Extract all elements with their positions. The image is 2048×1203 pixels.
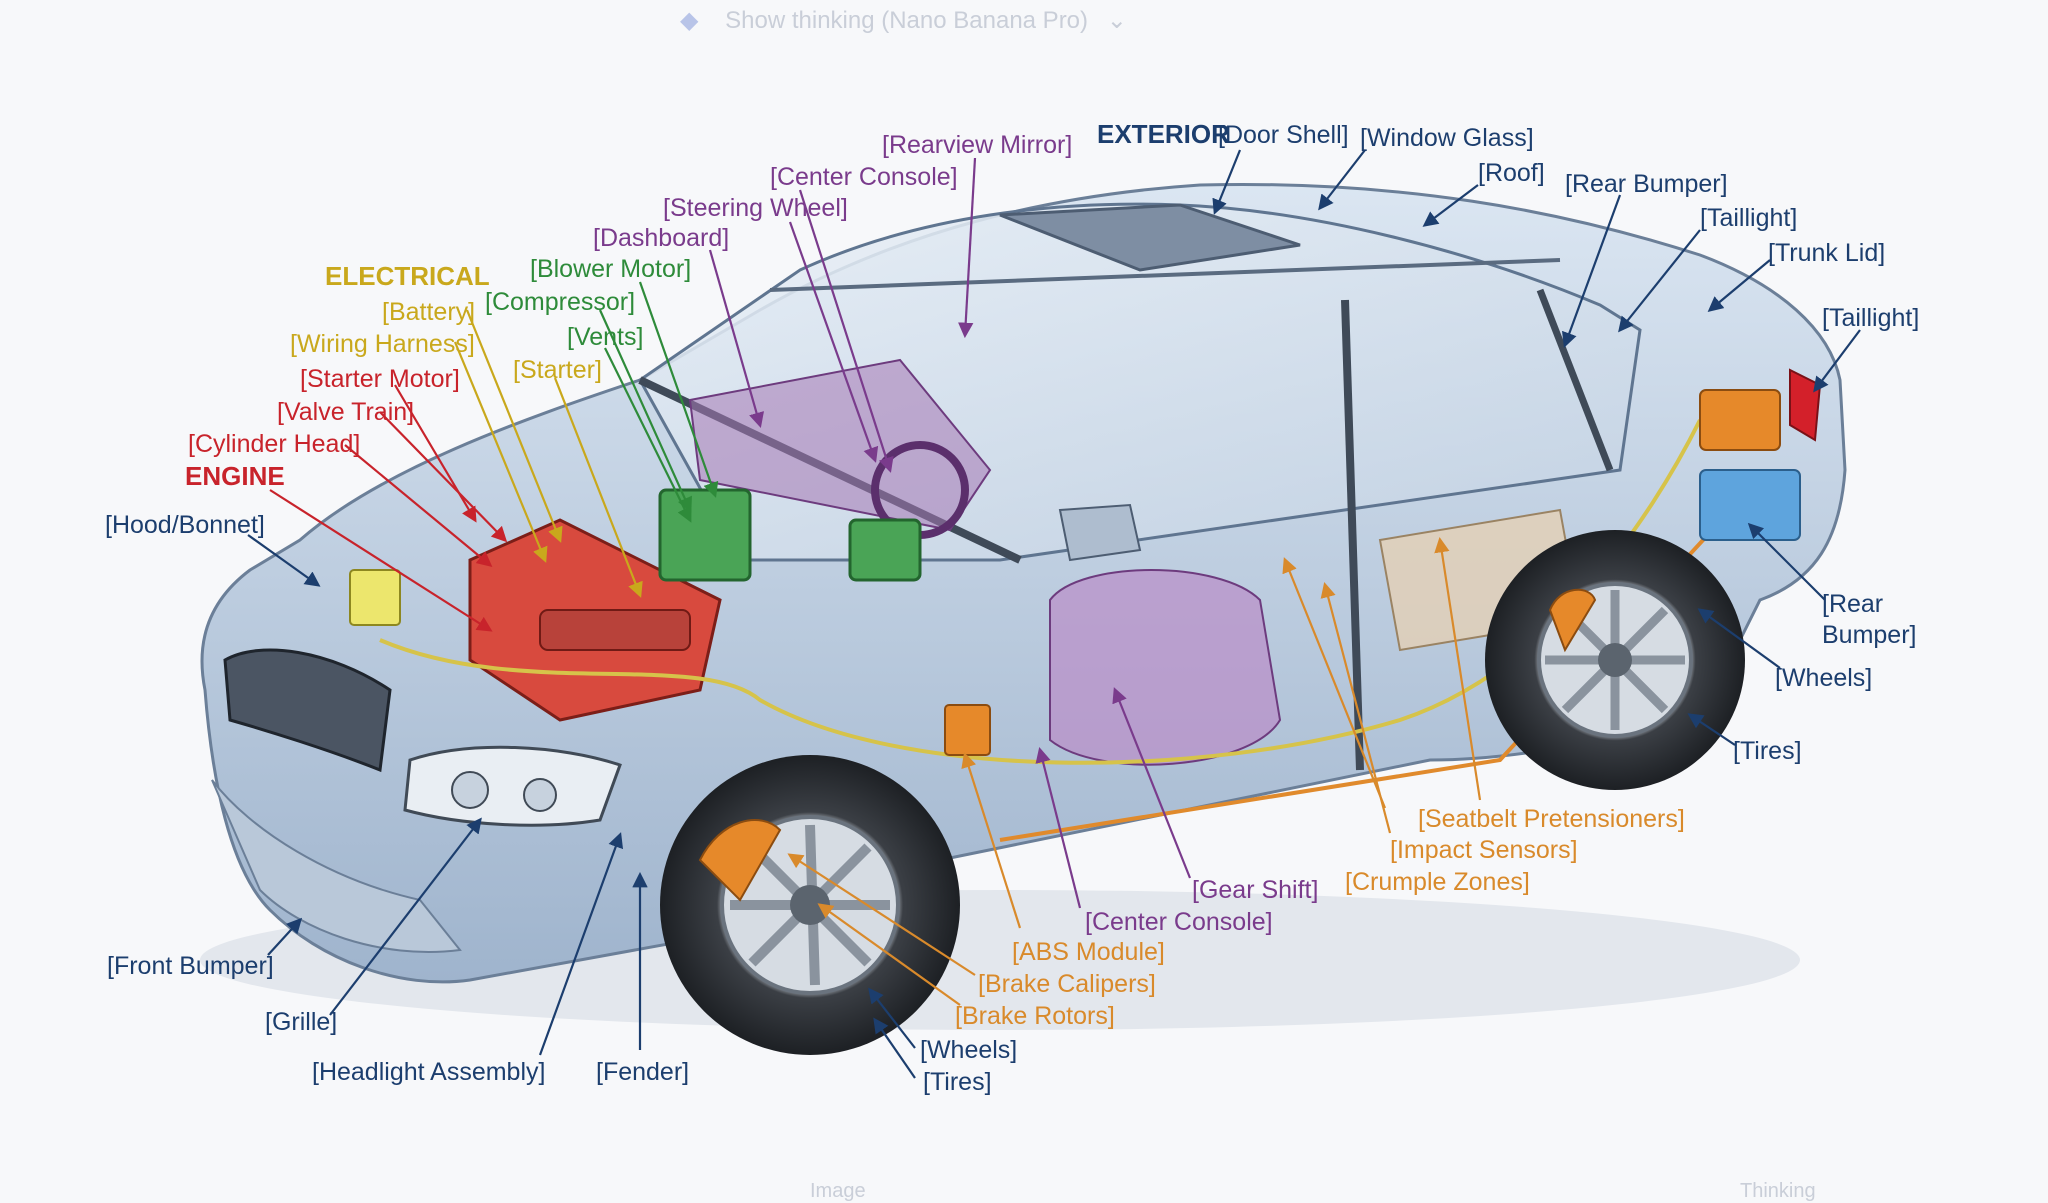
front-seat — [1049, 569, 1282, 766]
label-starter-motor: [Starter Motor] — [300, 365, 460, 393]
input-pill[interactable]: Image — [810, 1180, 866, 1203]
label-dashboard: [Dashboard] — [593, 224, 729, 252]
label-tires-rear: [Tires] — [1733, 737, 1802, 765]
label-fender: [Fender] — [596, 1058, 689, 1086]
hvac-unit — [658, 488, 752, 582]
label-headlight-assembly: [Headlight Assembly] — [312, 1058, 545, 1086]
grille-shape — [223, 648, 392, 773]
chevron-down-icon[interactable]: ⌄ — [1106, 7, 1127, 34]
exterior-heading: EXTERIOR — [1097, 119, 1230, 149]
label-starter: [Starter] — [513, 356, 602, 384]
sunroof — [999, 203, 1301, 272]
electrical-heading: ELECTRICAL — [325, 261, 490, 291]
abs-module-shape — [944, 704, 991, 756]
label-valve-train: [Valve Train] — [277, 398, 414, 426]
label-roof: [Roof] — [1478, 159, 1545, 187]
label-impact-sensors: [Impact Sensors] — [1390, 836, 1578, 864]
label-brake-calipers: [Brake Calipers] — [978, 970, 1156, 998]
label-hood-bonnet: [Hood/Bonnet] — [105, 511, 265, 539]
mode-selector[interactable]: Thinking — [1740, 1180, 1816, 1203]
label-vents: [Vents] — [567, 323, 643, 351]
label-grille: [Grille] — [265, 1008, 337, 1036]
label-rear-bumper-top: [Rear Bumper] — [1565, 170, 1728, 198]
label-blower-motor: [Blower Motor] — [530, 255, 691, 283]
rear-wheel — [1485, 530, 1745, 790]
front-wheel — [660, 755, 960, 1055]
label-taillight-1: [Taillight] — [1700, 204, 1797, 232]
label-steering-wheel: [Steering Wheel] — [663, 194, 848, 222]
label-cylinder-head: [Cylinder Head] — [188, 430, 360, 458]
label-front-bumper: [Front Bumper] — [107, 952, 274, 980]
label-battery: [Battery] — [382, 298, 475, 326]
headlight-lens-2 — [523, 778, 557, 812]
car-illustration — [200, 182, 1847, 1055]
part-labels: ELECTRICAL ENGINE EXTERIOR [Rearview Mir… — [105, 119, 1919, 1096]
hvac-unit-2 — [848, 518, 922, 582]
leader-lines — [247, 149, 1861, 1079]
label-rear-bumper-line1: [Rear — [1822, 590, 1883, 618]
input-pill-label: Image — [810, 1180, 866, 1202]
label-rearview-mirror: [Rearview Mirror] — [882, 131, 1072, 159]
label-brake-rotors: [Brake Rotors] — [955, 1002, 1115, 1030]
battery-shape — [349, 569, 401, 626]
label-seatbelt-pretensioners: [Seatbelt Pretensioners] — [1418, 805, 1685, 833]
label-wheels-front: [Wheels] — [920, 1036, 1017, 1064]
app-title-text: Show thinking (Nano Banana Pro) — [725, 7, 1089, 34]
headlight-shape — [403, 745, 622, 827]
label-abs-module: [ABS Module] — [1012, 938, 1165, 966]
c-pillar — [1536, 288, 1614, 472]
label-center-console-bottom: [Center Console] — [1085, 908, 1273, 936]
headlight-lens-1 — [451, 771, 489, 809]
label-window-glass: [Window Glass] — [1360, 124, 1534, 152]
dashboard-area — [688, 358, 992, 532]
b-pillar — [1341, 299, 1364, 771]
label-door-shell: [Door Shell] — [1218, 121, 1349, 149]
engine-manifold — [539, 609, 691, 651]
side-mirror — [1058, 503, 1142, 562]
rear-module-shape — [1699, 389, 1781, 451]
taillight-shape — [1789, 368, 1822, 442]
label-wheels-rear: [Wheels] — [1775, 664, 1872, 692]
rear-bumper-module — [1699, 469, 1801, 541]
roofline — [769, 258, 1561, 292]
label-wiring-harness: [Wiring Harness] — [290, 330, 475, 358]
label-taillight-2: [Taillight] — [1822, 304, 1919, 332]
label-gear-shift: [Gear Shift] — [1192, 876, 1318, 904]
label-crumple-zones: [Crumple Zones] — [1345, 868, 1530, 896]
mode-label: Thinking — [1740, 1180, 1816, 1202]
label-tires-front: [Tires] — [923, 1068, 992, 1096]
engine-heading: ENGINE — [185, 461, 285, 491]
label-trunk-lid: [Trunk Lid] — [1768, 239, 1885, 267]
label-compressor: [Compressor] — [485, 288, 635, 316]
label-center-console-top: [Center Console] — [770, 163, 958, 191]
label-rear-bumper-line2: Bumper] — [1822, 621, 1916, 649]
app-title[interactable]: ◆ Show thinking (Nano Banana Pro) ⌄ — [680, 6, 1127, 35]
sparkle-icon: ◆ — [680, 7, 699, 34]
